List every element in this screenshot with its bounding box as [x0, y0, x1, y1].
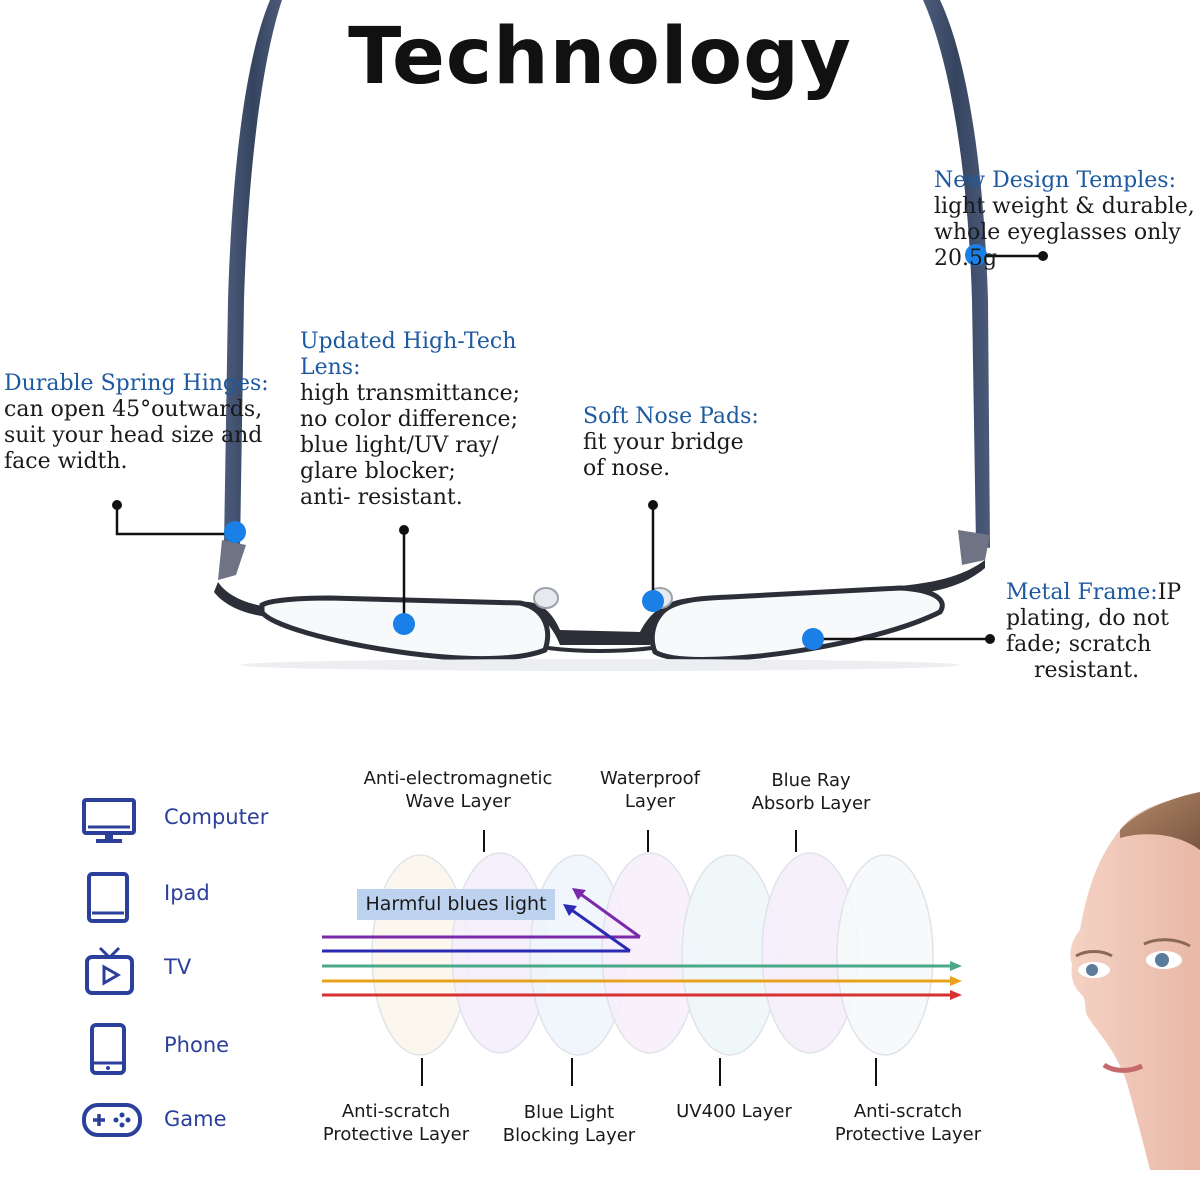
- callout-temples: New Design Temples: light weight & durab…: [934, 168, 1195, 272]
- layer-label-top: Blue Ray Absorb Layer: [751, 770, 871, 814]
- phone-icon: [90, 1023, 126, 1075]
- callout-lens-text: high transmittance;: [300, 381, 520, 406]
- tablet-icon: [87, 872, 129, 923]
- callout-hinges-text: face width.: [4, 449, 128, 474]
- left-hinge: [218, 540, 246, 580]
- callout-leaders: [115, 254, 1043, 641]
- nose-pad-dot: [642, 590, 664, 612]
- callout-lens-text: blue light/UV ray/: [300, 433, 499, 458]
- callout-metal-frame: Metal Frame:IP plating, do not fade; scr…: [1006, 580, 1181, 684]
- callout-metal-heading: Metal Frame:: [1006, 580, 1158, 605]
- callout-metal-text: fade; scratch: [1006, 632, 1152, 657]
- left-temple: [224, 0, 282, 548]
- frame-dot: [802, 628, 824, 650]
- lens-dot: [393, 613, 415, 635]
- lens-layer-diagram: [322, 830, 962, 1086]
- device-label: Phone: [164, 1033, 230, 1057]
- callout-lens-text: anti- resistant.: [300, 485, 463, 510]
- device-item-computer: Computer: [80, 795, 320, 851]
- arrowheads: [563, 888, 962, 1000]
- right-hinge: [958, 530, 990, 565]
- tv-icon: [85, 946, 134, 995]
- leader-endpoints: [112, 251, 1048, 644]
- gamepad-icon: [82, 1103, 142, 1137]
- callout-nose-pads: Soft Nose Pads: fit your bridge of nose.: [583, 404, 759, 482]
- layer-disc: [836, 854, 934, 1056]
- device-item-game: Game: [80, 1097, 320, 1153]
- callout-lens-heading: Lens:: [300, 355, 361, 380]
- callout-hinges-text: can open 45°outwards,: [4, 397, 263, 422]
- callout-nose-heading: Soft Nose Pads:: [583, 404, 759, 429]
- page-title: Technology: [348, 12, 852, 102]
- layer-pointers: [421, 830, 877, 1086]
- layer-label-top: Waterproof Layer: [599, 768, 700, 812]
- harmful-light-label: Harmful blues light: [357, 889, 555, 920]
- eyeglasses-illustration: [112, 0, 1048, 671]
- callout-hinges-text: suit your head size and: [4, 423, 263, 448]
- hinge-dot: [224, 521, 246, 543]
- right-lens: [649, 585, 945, 662]
- ray-blue-reflect: [565, 904, 631, 953]
- layer-label-bottom: Anti-scratch Protective Layer: [322, 1101, 470, 1145]
- device-label: Game: [164, 1107, 227, 1131]
- callout-lens-heading: Updated High-Tech: [300, 329, 517, 354]
- device-label: TV: [164, 955, 192, 979]
- layer-label-bottom: Anti-scratch Protective Layer: [834, 1101, 982, 1145]
- callout-hinges-heading: Durable Spring Hinges:: [4, 371, 269, 396]
- ray-purple-reflect: [574, 888, 641, 939]
- callout-temples-text: 20.5g: [934, 246, 998, 271]
- device-label: Computer: [164, 805, 269, 829]
- bridge: [547, 646, 653, 653]
- callout-temples-text: whole eyeglasses only: [934, 220, 1181, 245]
- callout-lens-text: glare blocker;: [300, 459, 456, 484]
- callout-lens-text: no color difference;: [300, 407, 518, 432]
- callout-metal-text: plating, do not: [1006, 606, 1169, 631]
- layer-label-top: Anti-electromagnetic Wave Layer: [363, 768, 553, 812]
- callout-temples-text: light weight & durable,: [934, 194, 1195, 219]
- callout-hinges: Durable Spring Hinges: can open 45°outwa…: [4, 371, 269, 475]
- layer-label-bottom: UV400 Layer: [676, 1101, 792, 1122]
- callout-nose-text: of nose.: [583, 456, 671, 481]
- highlight-dots: [224, 244, 987, 650]
- layer-label-bottom: Blue Light Blocking Layer: [502, 1102, 636, 1146]
- device-label: Ipad: [164, 881, 210, 905]
- computer-icon: [82, 798, 136, 843]
- device-item-phone: Phone: [80, 1023, 320, 1079]
- callout-nose-text: fit your bridge: [583, 430, 744, 455]
- light-rays: [322, 888, 955, 997]
- callout-metal-heading-tail: IP: [1157, 580, 1182, 605]
- temple-dot: [965, 244, 987, 266]
- nose-pad-left: [533, 587, 559, 609]
- device-item-tv: TV: [80, 945, 320, 1001]
- callout-lens: Updated High-Tech Lens: high transmittan…: [300, 329, 520, 511]
- device-item-ipad: Ipad: [80, 871, 320, 927]
- right-temple: [923, 0, 990, 548]
- callout-temples-heading: New Design Temples:: [934, 168, 1177, 193]
- model-face-illustration: [1070, 792, 1200, 1170]
- callout-metal-text: resistant.: [1034, 658, 1140, 683]
- lens-discs: [371, 852, 934, 1056]
